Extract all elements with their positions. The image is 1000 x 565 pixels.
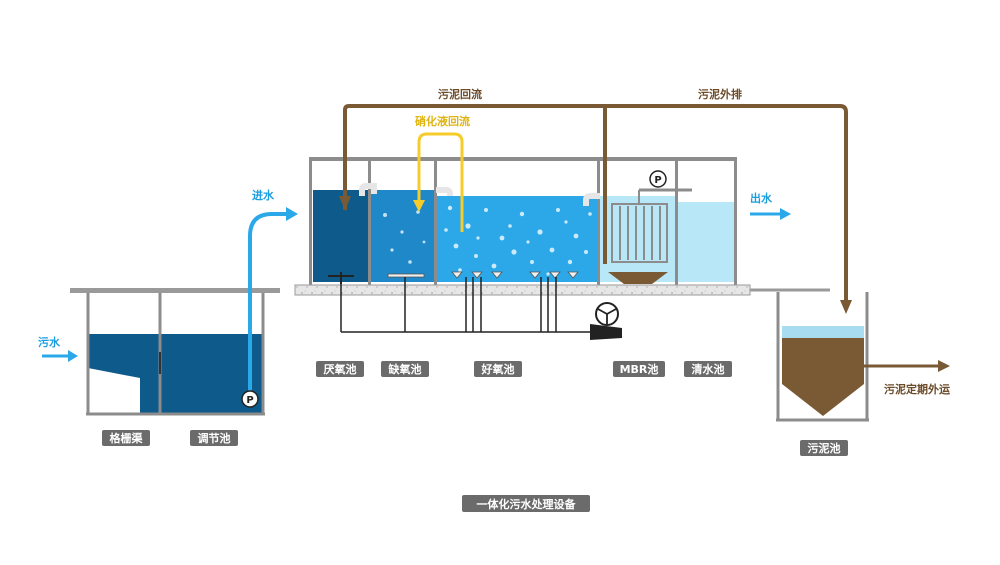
regulating-label: 调节池 [198,431,231,445]
sludge-tank [750,288,869,422]
sludge-lines: 污泥回流 污泥外排 [339,87,852,314]
clear-label: 清水池 [692,362,725,376]
nitrate-return-line [417,132,464,232]
concrete-base [294,284,751,296]
sludge-discharge-head [840,300,852,314]
feed-pump-icon [241,390,259,408]
regulating-label-box [190,430,238,446]
sludge-label-box [800,440,848,456]
blower-outlet [590,324,622,340]
mbr-label-box [613,361,665,377]
nitrate-return-label: 硝化液回流 [415,114,470,128]
water-in-label: 进水 [252,188,275,202]
anoxic-inlet-elbow [359,183,377,196]
unit-wall-left [309,157,312,285]
sludge-transport-label: 污泥定期外运 [884,382,950,396]
sludge-return-label: 污泥回流 [438,87,482,101]
anoxic-label: 缺氧池 [388,362,422,376]
sewage-in-label: 污水 [38,335,61,349]
wall-anaerobic-anoxic [368,161,371,285]
sludge-body [782,338,864,416]
sludge-transport: 污泥定期外运 [864,360,950,396]
wall-anoxic-aerobic [434,161,437,285]
sewage-arrow-head [68,350,78,362]
anaerobic-label: 厌氧池 [324,362,357,376]
tank-labels: 格栅渠 调节池 厌氧池 缺氧池 好氧池 MBR池 清水池 污泥池 [102,361,848,456]
aerobic-label-box [474,361,522,377]
sludge-line-main [343,104,848,300]
diagram-caption: 一体化污水处理设备 [462,495,590,512]
clear-water [678,202,734,282]
unit-roof [309,157,737,161]
mbr-sludge-hopper [608,272,668,284]
grille-label-box [102,430,150,446]
sludge-discharge-label: 污泥外排 [698,87,742,101]
wall-mbr-clear [675,161,678,285]
aeration-bubbles [383,205,592,276]
feed-pipe: 进水 P [241,188,298,408]
caption-box [462,495,590,512]
water-out-head [780,208,791,220]
sludge-transport-head [938,360,950,372]
nitrate-return-head [413,200,425,212]
feed-pipe-line [248,212,286,395]
sewage-inlet: 污水 [38,335,78,362]
feed-arrow-head [286,207,298,221]
aeration-piping [340,277,600,333]
pretreatment-top-beam [70,288,280,293]
blower-fan-blades [597,308,617,324]
anoxic-diffuser [387,273,425,278]
sludge-return-head [339,196,351,210]
anoxic-water [371,190,434,282]
mbr-pump-symbol: P [654,175,661,186]
blower [590,302,622,340]
aerobic-diffusers [451,271,579,279]
nitrate-return: 硝化液回流 [413,114,470,232]
mbr-inlet-elbow [583,193,600,206]
aerobic-water [437,196,597,282]
membrane-sheets [619,206,661,260]
mbr-label: MBR池 [620,362,659,376]
anaerobic-label-box [316,361,364,377]
wall-aerobic-mbr [597,161,600,285]
aerobic-label: 好氧池 [481,362,515,376]
pretreatment-unit [70,288,280,416]
water-outlet: 出水 [750,191,791,220]
anaerobic-water [313,190,368,282]
aerobic-inlet-elbow [436,187,453,196]
caption-text: 一体化污水处理设备 [477,497,577,511]
unit-wall-right [734,157,737,285]
feed-pump-symbol: P [246,395,253,406]
sludge-label: 污泥池 [808,441,841,455]
sludge-supernatant [782,326,864,338]
grille-weir [88,368,140,414]
clear-label-box [684,361,732,377]
water-out-label: 出水 [750,191,773,205]
integrated-unit: P [294,157,751,296]
anoxic-label-box [381,361,429,377]
mbr-pump-icon [649,170,667,188]
grille-label: 格栅渠 [110,431,144,445]
